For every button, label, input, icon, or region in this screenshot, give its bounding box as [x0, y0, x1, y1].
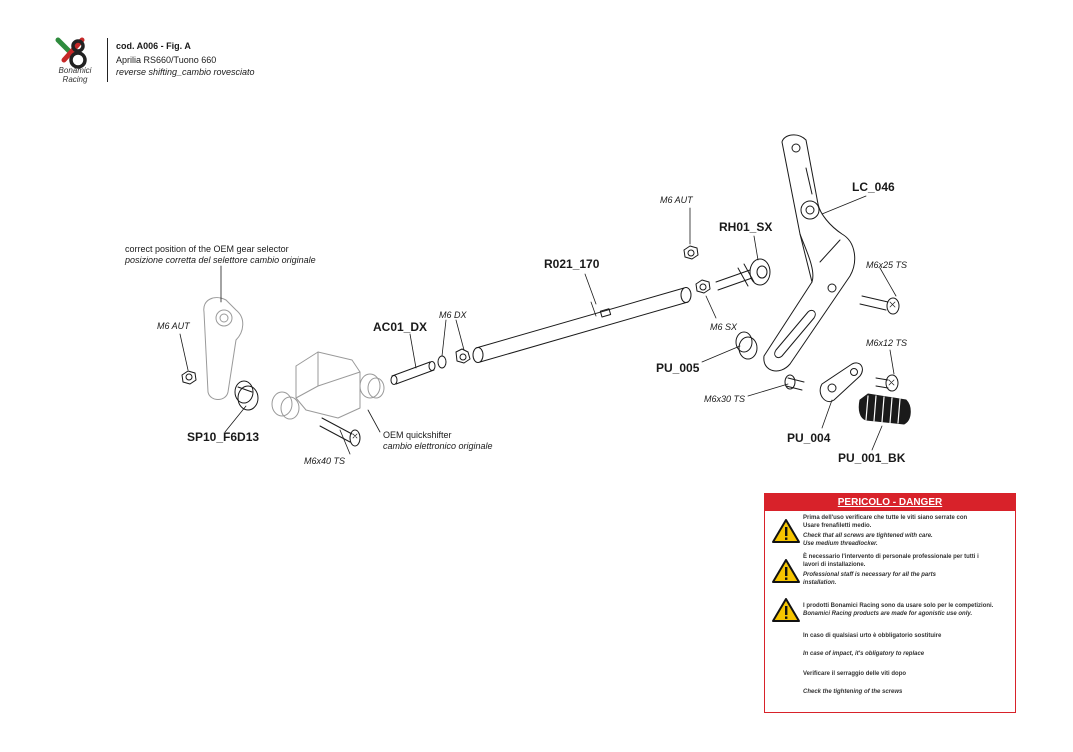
- m6x25-screw-drawing: [859, 295, 900, 315]
- danger-line: Check the tightening of the screws: [803, 689, 903, 695]
- danger-line: Bonamici Racing products are made for ag…: [803, 611, 973, 617]
- m6x25-label: M6x25 TS: [866, 260, 907, 270]
- m6-dx-label: M6 DX: [439, 310, 468, 320]
- m6-aut-nut-left-drawing: [181, 370, 197, 385]
- m6x30-screw-drawing: [784, 374, 805, 391]
- danger-line: Use medium threadlocker.: [803, 541, 878, 547]
- danger-line: I prodotti Bonamici Racing sono da usare…: [803, 603, 994, 609]
- pu001-peg-drawing: [858, 393, 911, 425]
- oem-gear-selector-drawing: [203, 297, 244, 400]
- header: Bonamici Racing cod. A006 - Fig. A April…: [50, 36, 310, 86]
- m6-aut-left-label: M6 AUT: [157, 321, 191, 331]
- danger-line: installation.: [803, 580, 837, 586]
- lc046-lever-drawing: [763, 134, 856, 372]
- header-divider: [107, 38, 108, 82]
- m6-sx-nut-drawing: [695, 279, 711, 294]
- warning-triangle-icon: [772, 519, 800, 543]
- pu004-plate-drawing: [819, 362, 863, 402]
- danger-line: lavori di installazione.: [803, 562, 866, 568]
- warning-triangle-icon: [772, 598, 800, 622]
- danger-line: Prima dell'uso verificare che tutte le v…: [803, 515, 968, 521]
- m6-aut-right-label: M6 AUT: [660, 195, 694, 205]
- oem-quickshifter-drawing: [271, 351, 385, 420]
- danger-line: Professional staff is necessary for all …: [803, 572, 936, 578]
- bonamici-logo-icon: [55, 37, 87, 69]
- danger-label: PERICOLO - DANGER Prima dell'uso verific…: [764, 493, 1016, 713]
- ac01-rod-drawing: [390, 361, 436, 385]
- pu005-label: PU_005: [656, 361, 700, 375]
- m6-sx-label: M6 SX: [710, 322, 738, 332]
- pu004-label: PU_004: [787, 431, 831, 445]
- m6x40-screw-drawing: [319, 417, 361, 447]
- r021-rod-drawing: [472, 287, 692, 363]
- danger-line: È necessario l'intervento di personale p…: [803, 554, 979, 560]
- danger-title: PERICOLO - DANGER: [765, 494, 1015, 511]
- logo-wordmark: Bonamici Racing: [58, 66, 92, 84]
- warning-triangle-icon: [772, 559, 800, 583]
- oem-selector-label-en: correct position of the OEM gear selecto…: [125, 244, 289, 254]
- oem-quickshifter-label-en: OEM quickshifter: [383, 430, 452, 440]
- oem-selector-label-it: posizione corretta del selettore cambio …: [124, 255, 316, 265]
- danger-line: Verificare il serraggio delle viti dopo: [803, 671, 907, 677]
- danger-line: In case of impact, it's obligatory to re…: [803, 651, 925, 657]
- figure-description: reverse shifting_cambio rovesciato: [116, 67, 255, 77]
- m6x40-label: M6x40 TS: [304, 456, 345, 466]
- lc046-label: LC_046: [852, 180, 895, 194]
- m6x30-label: M6x30 TS: [704, 394, 745, 404]
- ac01-label: AC01_DX: [373, 320, 427, 334]
- oem-quickshifter-label-it: cambio elettronico originale: [383, 441, 493, 451]
- pu005-spacer-drawing: [735, 331, 758, 360]
- leader-lines: [179, 195, 897, 455]
- rh01-rod-end-drawing: [715, 258, 771, 291]
- rh01-label: RH01_SX: [719, 220, 772, 234]
- model-name: Aprilia RS660/Tuono 660: [116, 55, 217, 65]
- sp10-label: SP10_F6D13: [187, 430, 259, 444]
- m6-aut-nut-right-drawing: [683, 245, 699, 260]
- danger-line: Usare frenafiletti medio.: [803, 523, 872, 529]
- m6x12-screw-drawing: [875, 374, 899, 392]
- m6x12-label: M6x12 TS: [866, 338, 907, 348]
- figure-code: cod. A006 - Fig. A: [116, 41, 191, 51]
- danger-line: In caso di qualsiasi urto è obbligatorio…: [803, 633, 942, 639]
- sp10-spacer-drawing: [234, 380, 259, 411]
- pu001-label: PU_001_BK: [838, 451, 906, 465]
- r021-label: R021_170: [544, 257, 600, 271]
- danger-line: Check that all screws are tightened with…: [803, 533, 933, 539]
